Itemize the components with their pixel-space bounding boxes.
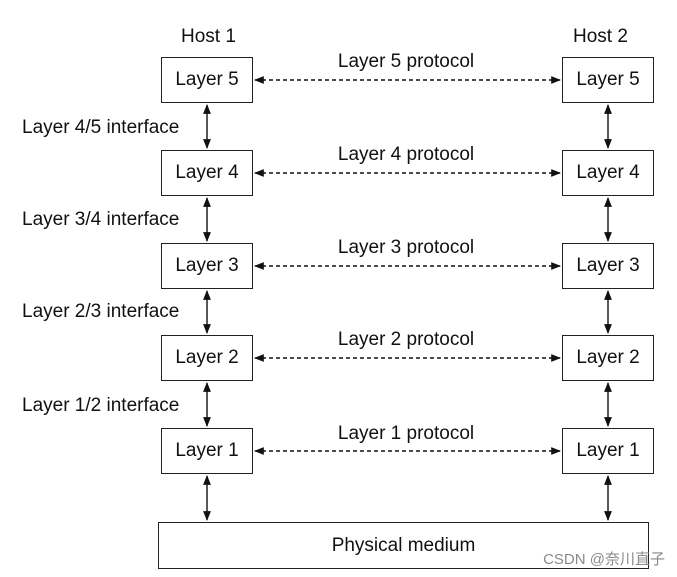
interface-2-3-label: Layer 2/3 interface xyxy=(22,301,180,322)
host-1-layer-2: Layer 2 xyxy=(161,335,253,381)
host-1-title: Host 1 xyxy=(181,26,236,47)
interface-1-2-label: Layer 1/2 interface xyxy=(22,395,180,416)
layer-4-protocol-label: Layer 4 protocol xyxy=(337,144,475,165)
physical-medium: Physical medium xyxy=(158,522,649,569)
host-2-layer-5: Layer 5 xyxy=(562,57,654,103)
layer-5-protocol-label: Layer 5 protocol xyxy=(337,51,475,72)
host-2-layer-1: Layer 1 xyxy=(562,428,654,474)
watermark: CSDN @奈川直子 xyxy=(543,551,665,568)
host-2-layer-2: Layer 2 xyxy=(562,335,654,381)
host-2-layer-3: Layer 3 xyxy=(562,243,654,289)
interface-4-5-label: Layer 4/5 interface xyxy=(22,117,180,138)
interface-3-4-label: Layer 3/4 interface xyxy=(22,209,180,230)
host-1-layer-5: Layer 5 xyxy=(161,57,253,103)
host-1-layer-3: Layer 3 xyxy=(161,243,253,289)
layer-3-protocol-label: Layer 3 protocol xyxy=(337,237,475,258)
layer-2-protocol-label: Layer 2 protocol xyxy=(337,329,475,350)
host-1-layer-1: Layer 1 xyxy=(161,428,253,474)
layer-1-protocol-label: Layer 1 protocol xyxy=(337,423,475,444)
host-1-layer-4: Layer 4 xyxy=(161,150,253,196)
host-2-layer-4: Layer 4 xyxy=(562,150,654,196)
host-2-title: Host 2 xyxy=(573,26,628,47)
